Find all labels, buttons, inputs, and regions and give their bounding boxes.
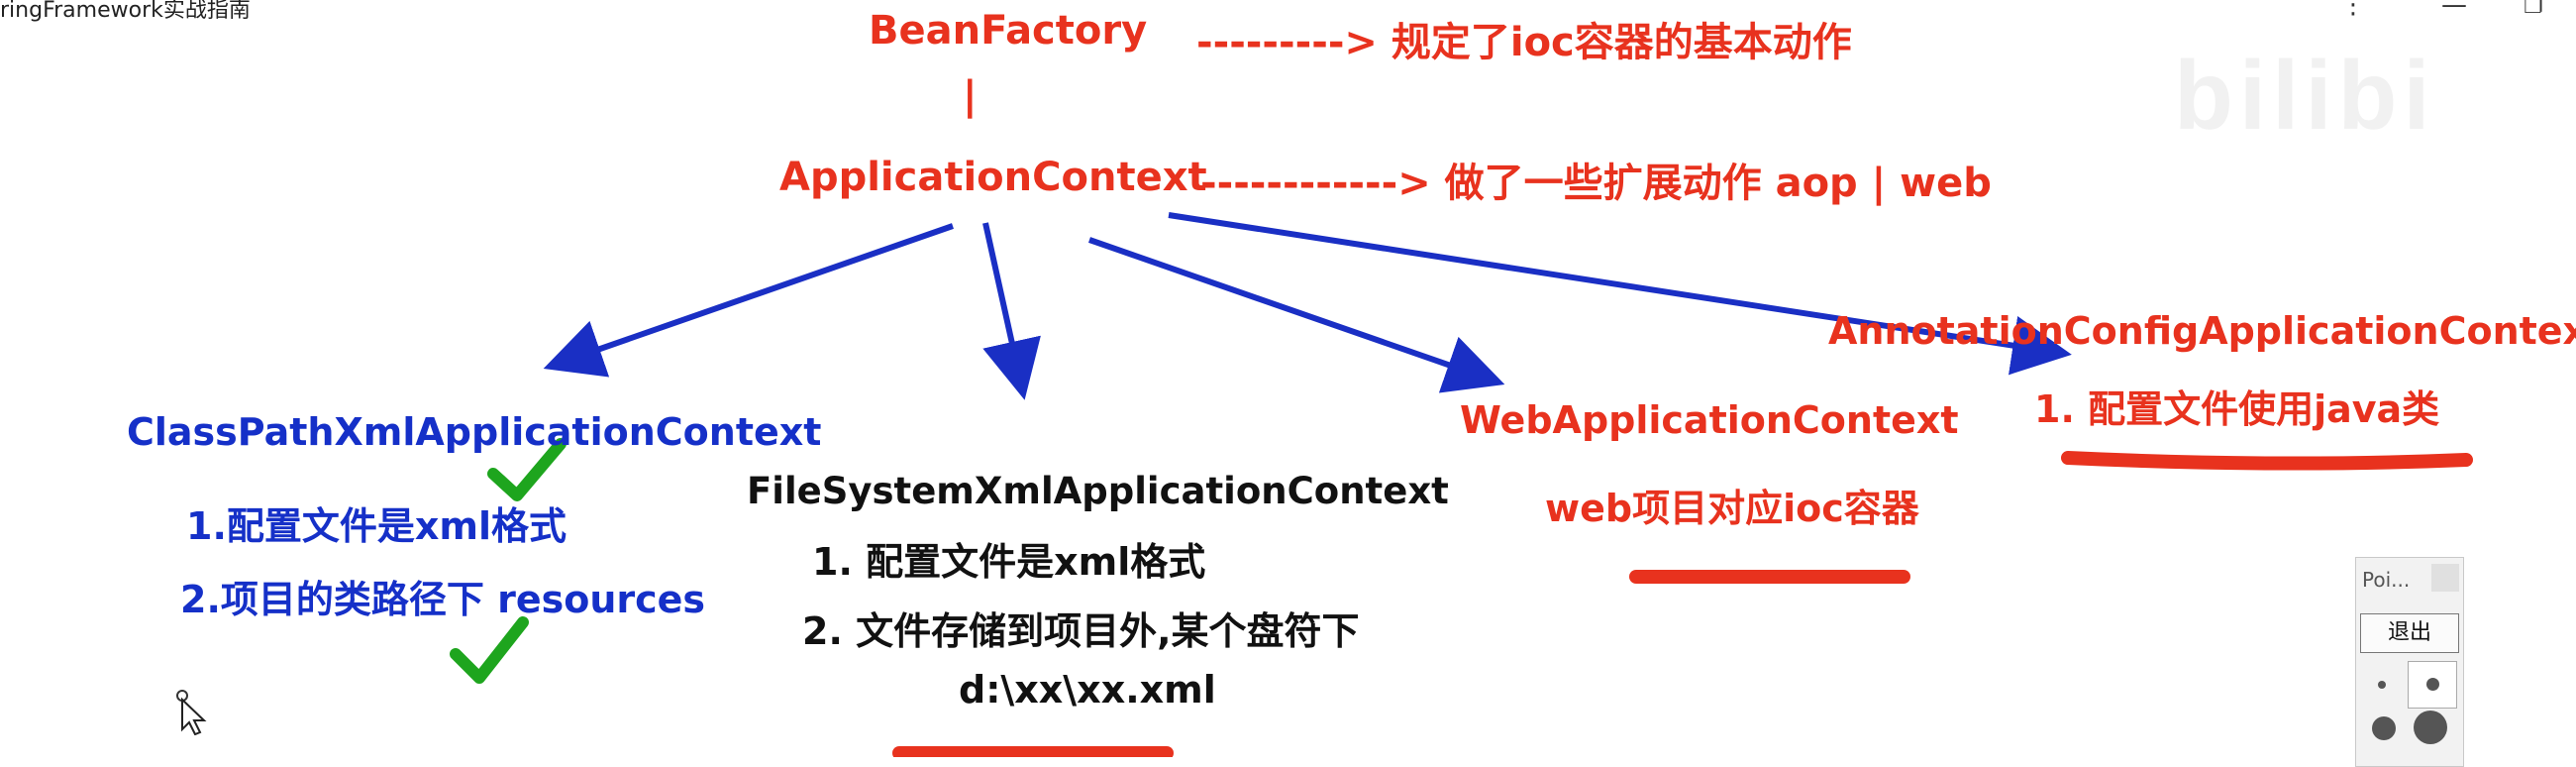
underline-annotation xyxy=(2061,451,2473,471)
classpath-context-label: ClassPathXmlApplicationContext xyxy=(127,410,822,454)
bean-factory-note: ---------> 规定了ioc容器的基本动作 xyxy=(1196,20,1852,65)
check-icon xyxy=(487,438,567,501)
filesystem-context-label: FileSystemXmlApplicationContext xyxy=(747,470,1449,512)
classpath-item-1: 1.配置文件是xml格式 xyxy=(186,504,567,548)
pointer-tool-panel: Poi... 退出 xyxy=(2355,557,2464,767)
arrow-to-classpath xyxy=(543,223,954,378)
watermark-logo: bilibi xyxy=(2174,41,2436,150)
classpath-item-2: 2.项目的类路径下 resources xyxy=(180,578,706,621)
pen-size-large-option[interactable] xyxy=(2372,716,2396,740)
filesystem-item-2: 2. 文件存储到项目外,某个盘符下 xyxy=(802,609,1360,653)
minimize-icon[interactable]: — xyxy=(2441,0,2467,20)
annotation-context-item-1: 1. 配置文件使用java类 xyxy=(2034,387,2440,431)
pen-size-medium-dot xyxy=(2426,678,2439,691)
restore-icon[interactable]: ❐ xyxy=(2524,0,2543,19)
more-options-icon[interactable]: ⋮ xyxy=(2340,0,2366,20)
arrow-to-web xyxy=(1088,237,1505,393)
filesystem-item-1: 1. 配置文件是xml格式 xyxy=(812,540,1206,584)
mouse-cursor-icon xyxy=(176,690,207,735)
pen-size-medium-option[interactable] xyxy=(2408,661,2457,709)
arrow-to-filesystem xyxy=(982,222,1041,400)
exit-button[interactable]: 退出 xyxy=(2360,613,2459,653)
application-context-note: ------------> 做了一些扩展动作 aop | web xyxy=(1200,161,1992,206)
pen-size-xlarge-option[interactable] xyxy=(2414,711,2447,744)
tool-panel-title: Poi... xyxy=(2362,568,2411,592)
annotation-context-label: AnnotationConfigApplicationContext xyxy=(1828,309,2576,353)
filesystem-item-3: d:\xx\xx.xml xyxy=(959,668,1216,712)
arrow-to-annotation xyxy=(1168,212,2072,376)
check-icon xyxy=(450,616,529,684)
web-context-label: WebApplicationContext xyxy=(1460,398,1959,442)
bean-factory-label: BeanFactory xyxy=(869,8,1148,54)
web-context-item-1: web项目对应ioc容器 xyxy=(1545,487,1919,530)
application-context-label: ApplicationContext xyxy=(779,155,1207,200)
window-title: ringFramework实战指南 xyxy=(0,0,251,23)
pen-size-small-option[interactable] xyxy=(2378,681,2386,689)
hierarchy-connector: | xyxy=(963,73,978,119)
tool-panel-close-button[interactable] xyxy=(2431,564,2459,592)
